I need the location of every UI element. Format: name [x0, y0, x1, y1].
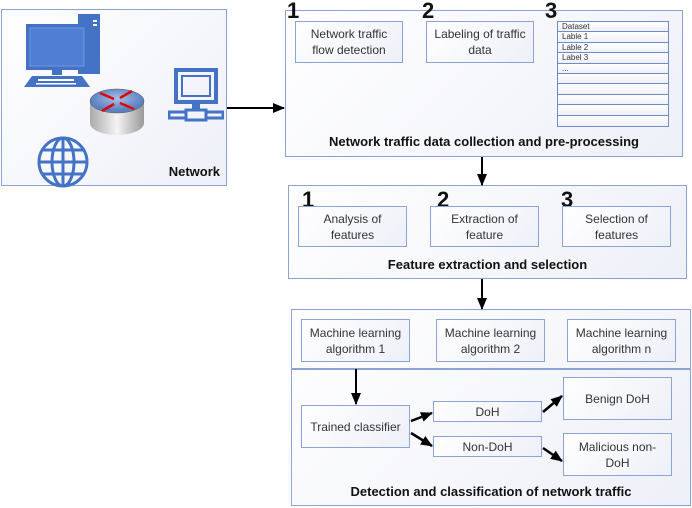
dataset-table: Dataset Lable 1 Lable 2 Label 3 ...: [557, 21, 669, 127]
dataset-row: Lable 1: [558, 32, 668, 43]
step-number-2: 2: [422, 0, 435, 23]
arrow-doh-to-benign: [542, 395, 563, 413]
desktop-computer-icon: [24, 14, 100, 87]
arrow-non-doh-to-malicious: [542, 446, 563, 463]
arrow-classifier-to-non-doh: [410, 431, 433, 448]
ml-algorithm-1-box: Machine learning algorithm 1: [301, 319, 410, 362]
dataset-row: Label 3: [558, 53, 668, 64]
panel-divider: [291, 368, 691, 370]
step-number-1: 1: [287, 0, 300, 23]
step-number-2: 2: [437, 187, 450, 212]
data-collection-title: Network traffic data collection and pre-…: [329, 134, 639, 149]
router-icon: [89, 88, 145, 135]
analysis-of-features-box: Analysis of features: [298, 206, 407, 247]
malicious-non-doh-box: Malicious non-DoH: [563, 433, 672, 476]
benign-doh-box: Benign DoH: [563, 377, 672, 420]
dataset-row: Lable 2: [558, 42, 668, 54]
labeling-box: Labeling of traffic data: [426, 21, 534, 63]
dataset-row: [558, 84, 668, 95]
non-doh-box: Non-DoH: [433, 436, 542, 457]
selection-of-features-box: Selection of features: [562, 206, 671, 247]
doh-box: DoH: [433, 401, 542, 422]
dataset-row: [558, 115, 668, 126]
dataset-row: [558, 105, 668, 116]
detection-classification-title: Detection and classification of network …: [350, 484, 632, 499]
trained-classifier-box: Trained classifier: [301, 405, 410, 448]
globe-icon: [37, 136, 89, 188]
dataset-row: ...: [558, 63, 668, 74]
arrow-classifier-to-doh: [410, 411, 433, 423]
network-panel: Network: [1, 9, 227, 188]
feature-extraction-title: Feature extraction and selection: [387, 257, 588, 272]
step-number-1: 1: [302, 187, 315, 212]
network-terminal-icon: [168, 68, 224, 122]
dataset-row: Dataset: [558, 22, 668, 33]
step-number-3: 3: [561, 187, 574, 212]
network-label: Network: [168, 164, 220, 179]
ml-algorithm-2-box: Machine learning algorithm 2: [436, 319, 545, 362]
dataset-row: [558, 94, 668, 106]
ml-algorithm-n-box: Machine learning algorithm n: [567, 319, 676, 362]
extraction-of-feature-box: Extraction of feature: [430, 206, 539, 247]
traffic-flow-detection-box: Network traffic flow detection: [295, 21, 403, 63]
dataset-row: [558, 73, 668, 85]
step-number-3: 3: [545, 0, 558, 23]
